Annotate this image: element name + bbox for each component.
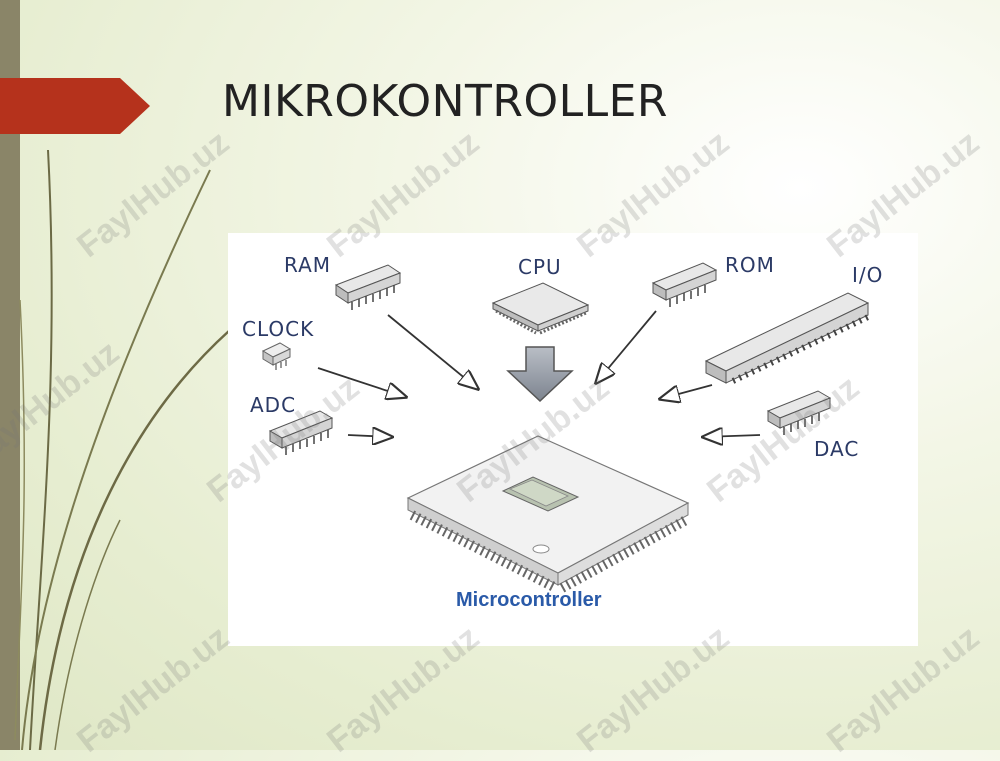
clock-chip-icon (261, 342, 292, 370)
diagram-drawing (261, 262, 870, 593)
microcontroller-chip-icon (406, 435, 690, 593)
slide-title: MIKROKONTROLLER (222, 76, 668, 127)
label-cpu: CPU (518, 255, 562, 279)
arrow-io (660, 384, 713, 399)
microcontroller-diagram: RAM CPU ROM I/O CLOCK ADC DAC Microcontr… (228, 233, 918, 646)
label-microcontroller: Microcontroller (456, 589, 602, 611)
io-chip-icon (704, 292, 870, 384)
label-dac: DAC (814, 437, 860, 461)
arrow-ram (387, 314, 478, 389)
dac-chip-icon (766, 390, 832, 435)
arrow-adc (347, 435, 392, 437)
label-rom: ROM (725, 253, 775, 277)
label-adc: ADC (250, 393, 297, 417)
connection-arrows (317, 310, 761, 437)
rom-chip-icon (651, 262, 718, 307)
label-io: I/O (852, 263, 884, 287)
adc-chip-icon (268, 410, 334, 455)
arrow-clock (317, 367, 406, 397)
arrow-dac (703, 435, 761, 437)
left-accent-bar (0, 0, 20, 750)
cpu-chip-icon (491, 282, 590, 335)
arrow-rom (596, 310, 657, 383)
decorative-grass (14, 149, 231, 750)
title-arrow-banner (0, 78, 150, 134)
label-ram: RAM (284, 253, 332, 277)
label-clock: CLOCK (242, 317, 315, 341)
ram-chip-icon (334, 264, 402, 310)
cpu-down-arrow-icon (506, 346, 574, 403)
